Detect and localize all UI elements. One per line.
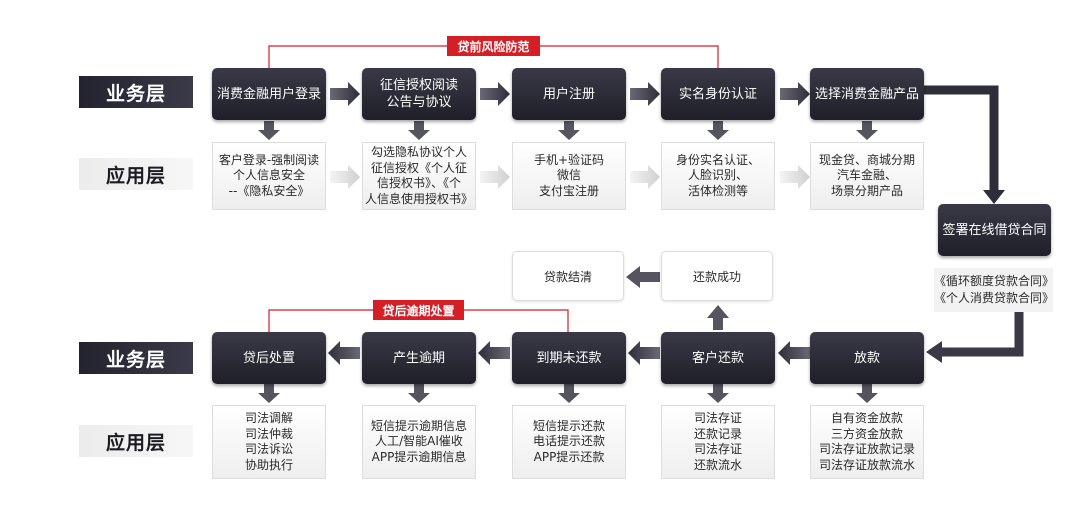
post-loan-overdue-tag: 贷后逾期处置	[373, 300, 464, 320]
detail-line: 征信授权《个人征	[370, 160, 467, 175]
detail-line: 人脸识别、	[687, 168, 748, 183]
app-detail-disbursement: 自有资金放款 三方资金放款 司法存证放款记录 司法存证放款流水	[810, 405, 924, 479]
detail-line: 汽车金融、	[836, 168, 897, 183]
detail-line: 自有资金放款	[830, 411, 903, 425]
detail-line: 还款记录	[693, 426, 742, 441]
app-detail-register: 手机+验证码 微信 支付宝注册	[512, 142, 626, 210]
app-detail-credit-auth: 勾选隐私协议个人 征信授权《个人征 信授权书》、《个 人信息使用授权书》	[362, 142, 476, 210]
detail-line: APP提示逾期信息	[371, 449, 467, 464]
detail-line: 短信提示逾期信息	[370, 418, 467, 433]
flow-step-contract: 签署在线借贷合同	[938, 204, 1051, 256]
detail-line: 现金贷、商城分期	[818, 152, 915, 167]
layer-label-business-bottom: 业务层	[79, 342, 193, 374]
pre-loan-risk-tag: 贷前风险防范	[447, 36, 540, 56]
contract-line: 《个人消费贷款合同》	[934, 291, 1055, 305]
contract-detail: 《循环额度贷款合同》 《个人消费贷款合同》	[934, 268, 1055, 312]
detail-line: 司法诉讼	[244, 442, 293, 456]
flow-step-credit-auth: 征信授权阅读 公告与协议	[362, 68, 476, 120]
detail-line: 三方资金放款	[830, 426, 903, 441]
detail-line: 个人信息安全	[232, 168, 305, 183]
success-to-settled-arrow	[626, 266, 660, 288]
layer-label-application-bottom: 应用层	[79, 425, 193, 457]
detail-line: 手机+验证码	[533, 152, 605, 167]
detail-line: 活体检测等	[687, 183, 748, 198]
contract-to-disbursement-arrow	[940, 312, 1024, 357]
flow-step-product: 选择消费金融产品	[810, 68, 924, 120]
top-app-arrows	[330, 165, 810, 189]
flow-step-login: 消费金融用户登录	[212, 68, 326, 120]
bottom-flow-arrows	[328, 341, 810, 365]
flow-step-repaid: 还款成功	[661, 251, 773, 301]
detail-line: 司法存证放款流水	[818, 457, 915, 472]
repayment-to-success-arrow	[707, 305, 729, 330]
detail-line: 客户登录-强制阅读	[218, 152, 320, 167]
detail-line: 支付宝注册	[538, 183, 599, 198]
flow-step-post-loan: 贷后处置	[212, 332, 326, 384]
detail-line: 短信提示还款	[532, 418, 605, 433]
app-detail-identity: 身份实名认证、 人脸识别、 活体检测等	[661, 142, 775, 210]
detail-line: 勾选隐私协议个人	[370, 145, 467, 159]
app-detail-overdue: 短信提示逾期信息 人工/智能AI催收 APP提示逾期信息	[362, 405, 476, 479]
bottom-down-arrows	[258, 384, 878, 403]
detail-line: 微信	[556, 168, 581, 183]
flow-step-repayment: 客户还款	[661, 332, 775, 384]
top-down-arrows	[258, 121, 878, 140]
detail-line: 司法调解	[244, 411, 293, 425]
flow-step-credit-auth-line-2: 公告与协议	[386, 95, 452, 110]
flow-step-register: 用户注册	[512, 68, 626, 120]
detail-line: 协助执行	[244, 457, 293, 472]
app-detail-due-unpaid: 短信提示还款 电话提示还款 APP提示还款	[512, 405, 626, 479]
detail-line: APP提示还款	[533, 449, 605, 464]
detail-line: 信授权书》、《个	[376, 176, 461, 190]
app-detail-product: 现金贷、商城分期 汽车金融、 场景分期产品	[810, 142, 924, 210]
flow-step-identity: 实名身份认证	[661, 68, 775, 120]
detail-line: 身份实名认证、	[675, 152, 760, 167]
detail-line: 场景分期产品	[830, 183, 903, 198]
flow-step-due-unpaid: 到期未还款	[512, 332, 626, 384]
flow-step-disbursement: 放款	[810, 332, 924, 384]
product-to-contract-arrow	[922, 85, 999, 192]
flow-step-overdue: 产生逾期	[362, 332, 476, 384]
app-detail-post-loan: 司法调解 司法仲裁 司法诉讼 协助执行	[212, 405, 326, 479]
layer-label-application-top: 应用层	[79, 158, 193, 190]
detail-line: 司法存证放款记录	[818, 442, 915, 456]
detail-line: 司法存证	[693, 442, 742, 456]
detail-line: 人信息使用授权书》	[364, 191, 473, 206]
layer-label-business-top: 业务层	[79, 76, 193, 108]
top-flow-arrows	[330, 82, 810, 106]
detail-line: 人工/智能AI催收	[375, 434, 463, 449]
detail-line: 司法仲裁	[244, 426, 293, 441]
app-detail-repayment: 司法存证 还款记录 司法存证 还款流水	[661, 405, 775, 479]
contract-line: 《循环额度贷款合同》	[934, 274, 1055, 288]
detail-line: 电话提示还款	[532, 434, 605, 449]
detail-line: 司法存证	[693, 411, 742, 425]
detail-line: --《隐私安全》	[228, 183, 310, 198]
app-detail-login: 客户登录-强制阅读 个人信息安全 --《隐私安全》	[212, 142, 326, 210]
detail-line: 还款流水	[693, 457, 742, 472]
flow-step-settled: 贷款结清	[512, 251, 624, 301]
flow-step-credit-auth-line-1: 征信授权阅读	[379, 78, 458, 93]
